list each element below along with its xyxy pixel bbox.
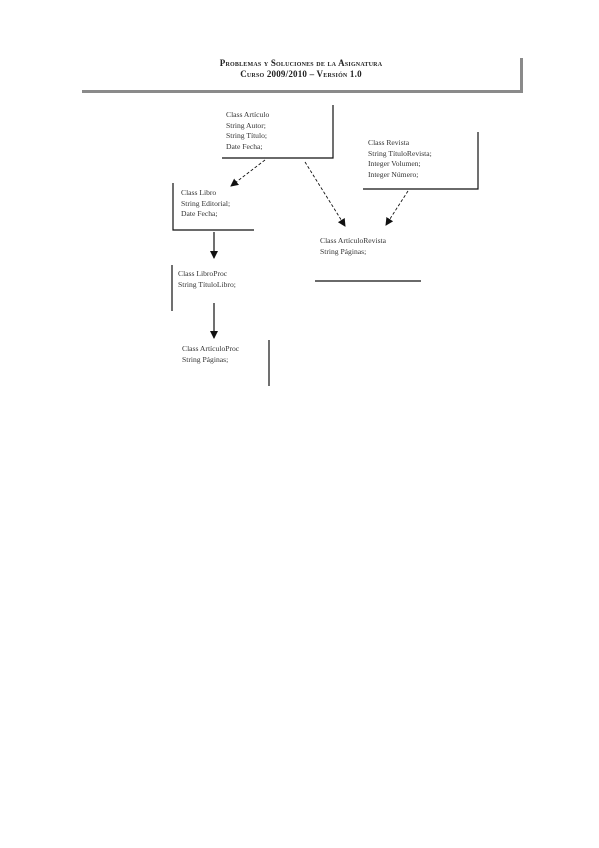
header-subtitle: Curso 2009/2010 – Versión 1.0 bbox=[240, 69, 362, 79]
class-revista-line: Integer Volumen; bbox=[368, 159, 421, 169]
class-libro-line: String Editorial; bbox=[181, 198, 231, 208]
class-libro-line: Class Libro bbox=[181, 188, 217, 197]
class-articulo-line: Date Fecha; bbox=[226, 141, 263, 151]
class-articulo-proc-line: Class ArtículoProc bbox=[182, 344, 240, 353]
class-revista-line: Class Revista bbox=[368, 138, 410, 147]
class-articulo-proc: Class ArtículoProc String Páginas; bbox=[182, 344, 239, 365]
articulo-to-libro-arrow bbox=[230, 159, 266, 187]
class-libro-proc-line: String TítuloLibro; bbox=[178, 279, 236, 289]
header-rule-bottom bbox=[82, 90, 523, 93]
header-rule-right bbox=[520, 58, 523, 93]
class-libro-proc: Class LibroProc String TítuloLibro; bbox=[178, 269, 236, 290]
header-title: Problemas y Soluciones de la Asignatura bbox=[219, 58, 383, 68]
articulo-box-border bbox=[222, 105, 334, 159]
class-revista-line: String TítuloRevista; bbox=[368, 148, 432, 158]
revista-to-articulo-revista-arrow bbox=[385, 190, 409, 226]
revista-box-border bbox=[363, 132, 479, 190]
page-header: Problemas y Soluciones de la Asignatura … bbox=[82, 58, 520, 91]
articulo-to-articulo-revista-arrow bbox=[304, 161, 346, 227]
class-articulo-revista: Class ArtículoRevista String Páginas; bbox=[320, 236, 386, 257]
class-articulo: Class Artículo String Autor; String Títu… bbox=[226, 110, 269, 152]
class-articulo-revista-line: String Páginas; bbox=[320, 246, 367, 256]
class-libro-proc-line: Class LibroProc bbox=[178, 269, 228, 278]
class-articulo-line: Class Artículo bbox=[226, 110, 270, 119]
class-articulo-proc-line: String Páginas; bbox=[182, 354, 229, 364]
libro-box-border bbox=[172, 183, 254, 231]
class-libro: Class Libro String Editorial; Date Fecha… bbox=[181, 188, 230, 220]
class-articulo-line: String Autor; bbox=[226, 120, 266, 130]
class-articulo-revista-line: Class ArtículoRevista bbox=[320, 236, 387, 245]
class-libro-line: Date Fecha; bbox=[181, 209, 218, 219]
class-articulo-line: String Título; bbox=[226, 131, 267, 141]
class-revista: Class Revista String TítuloRevista; Inte… bbox=[368, 138, 432, 180]
class-revista-line: Integer Número; bbox=[368, 169, 419, 179]
